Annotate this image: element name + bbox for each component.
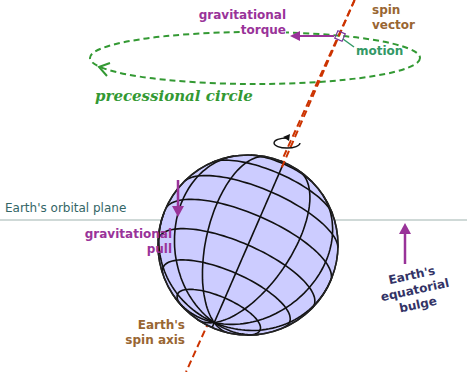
precession-arrowhead [99, 63, 110, 76]
torque-arrowhead [290, 31, 300, 41]
orbital-plane-label: Earth's orbital plane [5, 201, 126, 216]
pull-arrow [177, 180, 180, 208]
precessional-circle [90, 32, 420, 84]
globe-outline [158, 155, 338, 335]
torque-label: gravitational torque [181, 8, 286, 38]
globe-grid-line [214, 245, 330, 358]
spin-arrowhead [283, 134, 290, 141]
pull-label: gravitational pull [67, 227, 172, 257]
bulge-arrowhead [399, 223, 411, 234]
globe-grid-line [173, 146, 283, 322]
spin-axis-top [282, 0, 355, 167]
globe-grid-line [214, 164, 324, 340]
motion-label: motion [356, 44, 403, 59]
pull-arrowhead [172, 206, 184, 217]
spin-axis-label: Earth's spin axis [121, 318, 185, 348]
torque-arrow [298, 35, 334, 37]
motion-leader [343, 39, 354, 47]
precession-label: precessional circle [95, 87, 253, 105]
bulge-label: Earth's equatorial bulge [368, 259, 463, 321]
spin-vector-label: spin vector [372, 3, 430, 33]
globe-grid-line [214, 175, 349, 353]
bulge-arrow [404, 233, 407, 264]
